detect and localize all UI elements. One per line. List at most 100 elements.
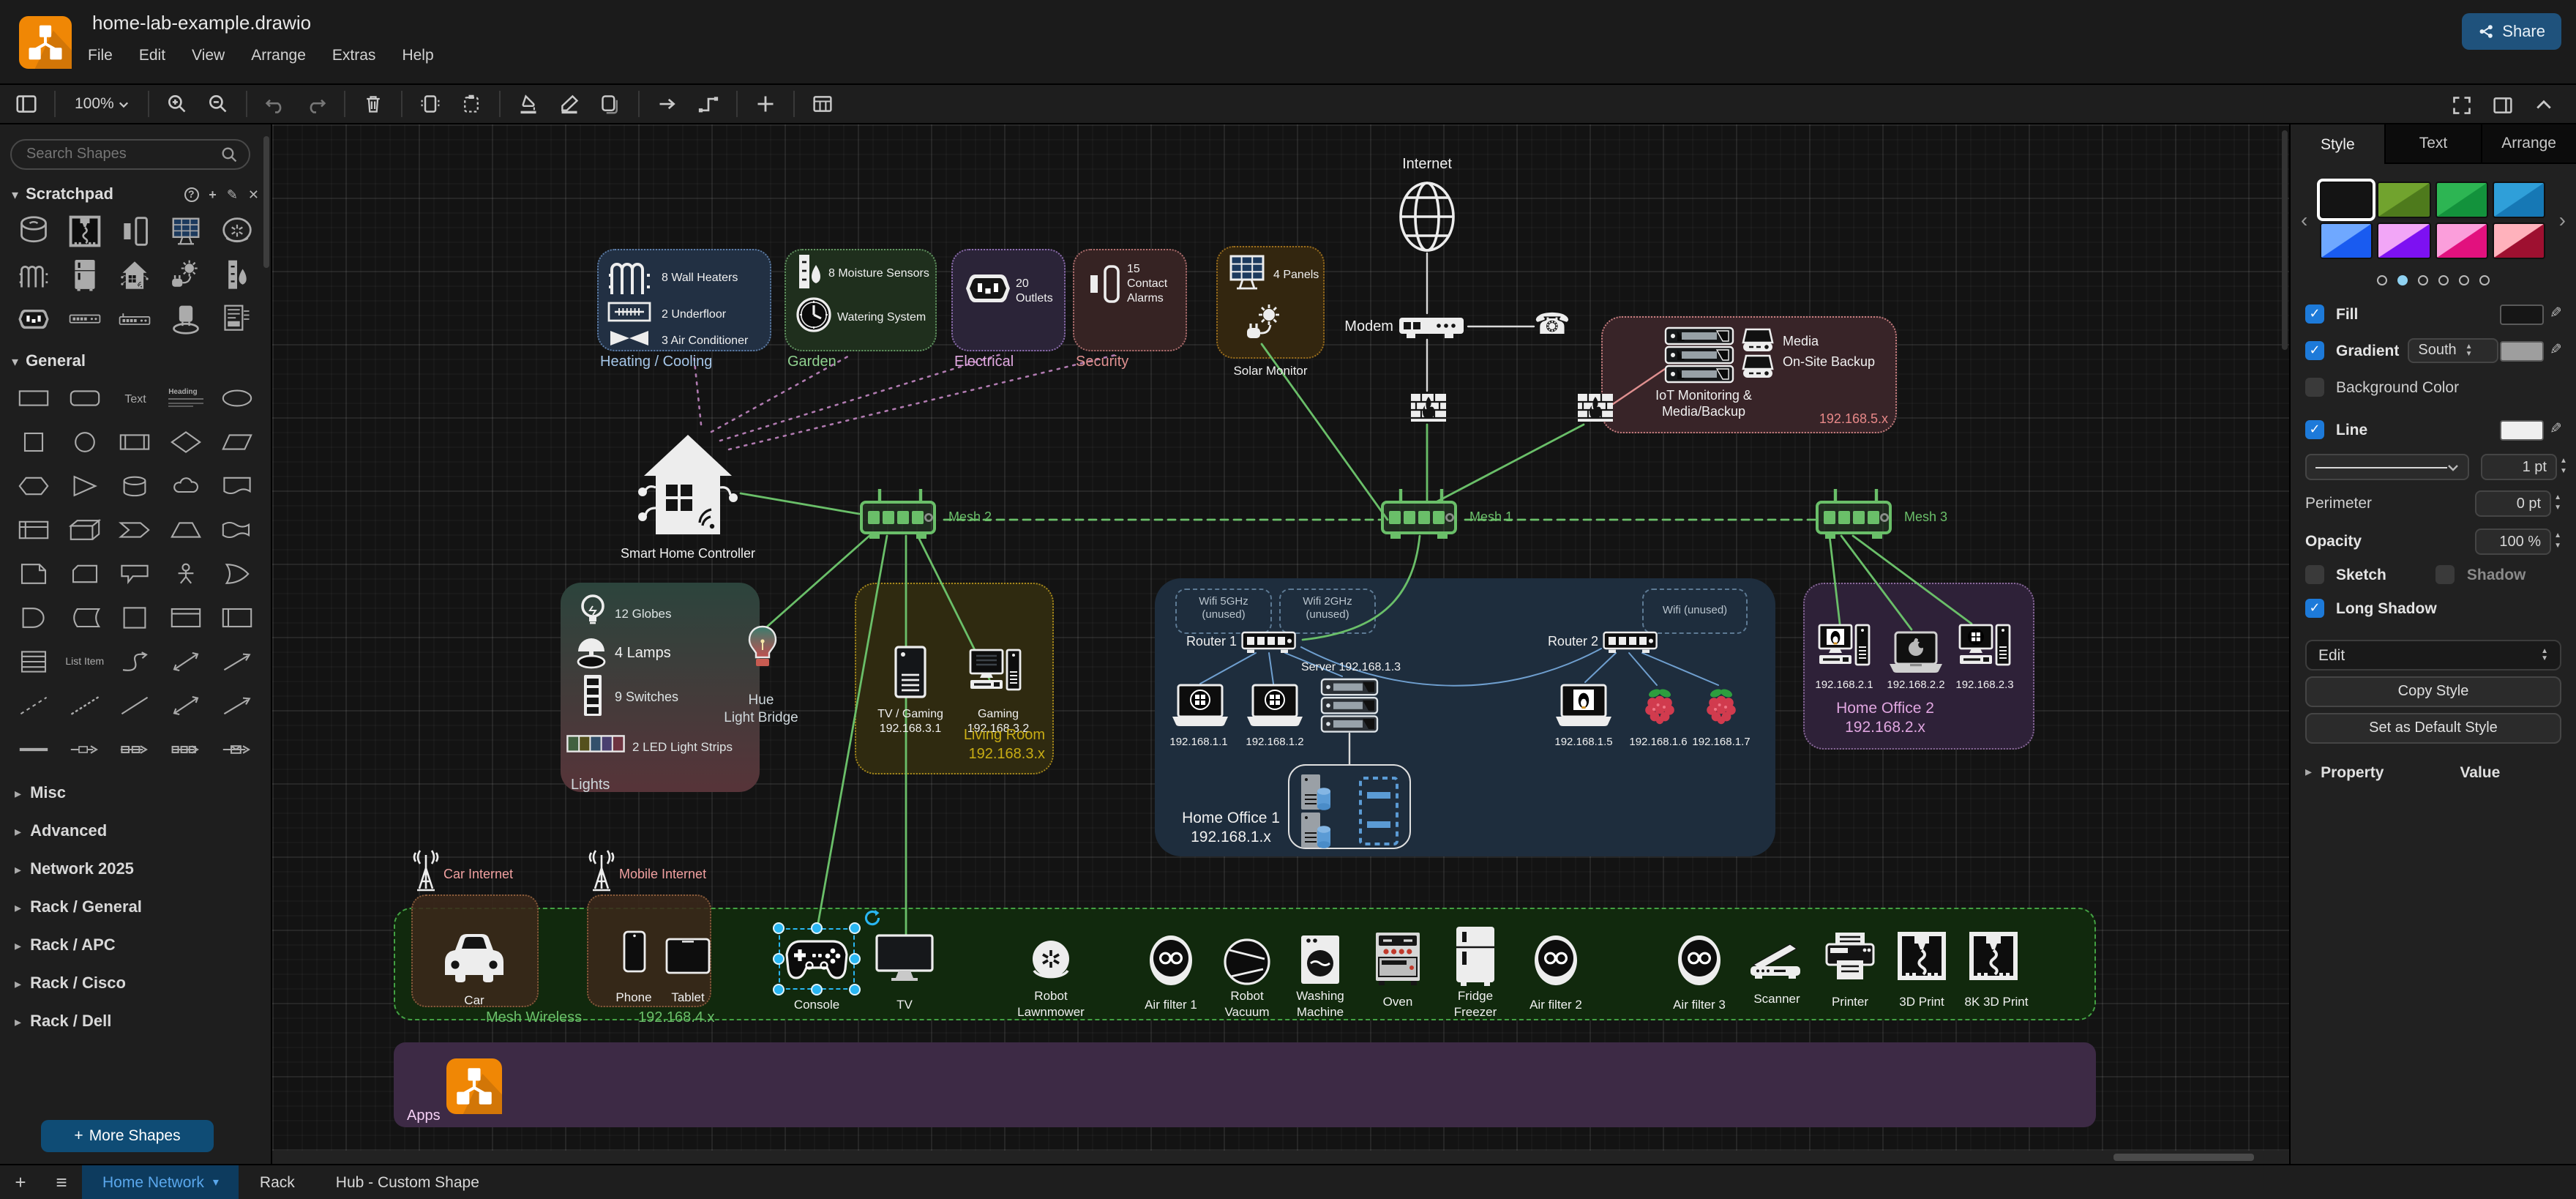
connection-arrow-icon[interactable] [650,88,685,120]
shape-circle[interactable] [59,420,110,464]
shape-trapezoid[interactable] [161,508,211,552]
shape-triangle[interactable] [59,464,110,508]
line-checkbox[interactable]: ✓ [2305,420,2324,439]
tower-cylinder-icon[interactable] [1300,811,1332,849]
shape-label-arrow[interactable] [59,728,110,772]
shape-list[interactable] [9,640,59,684]
selection-handle[interactable] [773,953,785,965]
waypoint-style-icon[interactable] [691,88,726,120]
smartphone-icon[interactable] [622,930,647,974]
selection-handle[interactable] [811,984,823,996]
phone-icon[interactable]: ☎ [1534,309,1566,341]
desktop-windows-icon[interactable] [1958,624,2011,671]
router-switch-icon[interactable] [1241,631,1300,654]
shape-hexagon[interactable] [9,464,59,508]
sidebar-section-rack-apc[interactable]: ▸Rack / APC [0,927,271,965]
general-section-header[interactable]: ▾ General [0,344,271,373]
line-eyedropper-icon[interactable]: ✎ [2549,422,2561,438]
menu-help[interactable]: Help [402,47,433,64]
shape-document[interactable] [211,464,262,508]
shape-actor[interactable] [161,552,211,596]
shape-mail-edge[interactable] [211,728,262,772]
rack-servers-icon[interactable] [1663,326,1736,385]
raspberry-pi-icon[interactable] [1642,687,1677,725]
air-filter-icon[interactable] [1674,934,1724,987]
shape-curve[interactable] [110,640,160,684]
sketch-checkbox[interactable] [2305,565,2324,584]
radiator-icon[interactable] [606,256,653,297]
shape-spec-sheet[interactable] [211,297,262,341]
shape-labeled-edge-2[interactable] [161,728,211,772]
line-color-icon[interactable] [552,88,587,120]
carousel-next-icon[interactable]: › [2559,208,2566,231]
mesh-router-icon[interactable] [1815,488,1897,543]
antenna-icon[interactable] [411,848,441,894]
sidebar-section-rack-general[interactable]: ▸Rack / General [0,889,271,927]
shape-directional-connector[interactable] [211,684,262,728]
shape-data-storage[interactable] [59,596,110,640]
copy-style-button[interactable]: Copy Style [2305,676,2561,707]
shadow-checkbox[interactable] [2436,565,2455,584]
paste-format-icon[interactable] [454,88,489,120]
tablet-icon[interactable] [664,937,711,975]
laptop-windows-icon[interactable] [1169,684,1231,728]
raspberry-pi-icon[interactable] [1704,687,1739,725]
fridge-icon[interactable] [1452,925,1499,987]
sidebar-section-rack-dell[interactable]: ▸Rack / Dell [0,1003,271,1041]
oven-icon[interactable] [1373,928,1423,987]
shape-router-8port[interactable] [110,297,160,341]
background-color-checkbox[interactable] [2305,378,2324,397]
gradient-eyedropper-icon[interactable]: ✎ [2549,343,2561,359]
shape-square[interactable] [9,420,59,464]
desktop-linux-icon[interactable] [1818,624,1871,671]
shape-diamond[interactable] [161,420,211,464]
firewall-icon[interactable] [1576,391,1614,425]
shape-card[interactable] [59,552,110,596]
zoom-dropdown[interactable]: 100% [75,95,129,113]
property-value-header[interactable]: ▸ Property Value [2291,750,2576,796]
gradient-direction-select[interactable]: South▲▼ [2408,338,2498,363]
menu-edit[interactable]: Edit [139,47,165,64]
air-filter-icon[interactable] [1146,934,1196,987]
smart-home-icon[interactable] [635,426,741,543]
shape-cylinder[interactable] [110,464,160,508]
selection-handle[interactable] [849,984,861,996]
format-tab-arrange[interactable]: Arrange [2480,124,2576,164]
copy-format-icon[interactable] [413,88,448,120]
lamp-icon[interactable] [574,634,609,669]
page-tab-rack[interactable]: Rack [239,1165,315,1199]
laptop-linux-icon[interactable] [1553,684,1614,728]
shape-radiator[interactable] [9,253,59,297]
fill-color-icon[interactable] [511,88,546,120]
long-shadow-checkbox[interactable]: ✓ [2305,599,2324,618]
shape-moisture-sensor[interactable] [211,253,262,297]
fill-checkbox[interactable]: ✓ [2305,305,2324,324]
canvas-vscrollbar[interactable] [2282,130,2288,350]
shape-note[interactable] [9,552,59,596]
air-conditioner-icon[interactable] [607,329,651,347]
band-apps[interactable] [394,1042,2096,1127]
shape-switch-8port[interactable] [59,297,110,341]
shape-solar-panel[interactable] [161,209,211,253]
light-bulb-icon[interactable] [580,593,606,631]
carousel-dot-2[interactable] [2418,275,2428,285]
canvas-hscrollbar[interactable] [272,1151,2289,1164]
printer-3d-icon[interactable] [1969,931,2018,981]
shape-smart-home[interactable] [110,253,160,297]
outlet-icon[interactable] [965,272,1011,305]
menu-view[interactable]: View [192,47,225,64]
mesh-router-icon[interactable] [859,488,941,543]
shape-speaker-stand[interactable] [161,297,211,341]
fullscreen-icon[interactable] [2444,89,2479,122]
solar-panel-icon[interactable] [1227,253,1268,291]
robot-lawnmower-icon[interactable] [1025,938,1077,985]
shape-robot-vacuum-top[interactable] [211,209,262,253]
perimeter-stepper[interactable]: 0 pt▲▼ [2475,490,2561,517]
set-default-style-button[interactable]: Set as Default Style [2305,713,2561,744]
panels-icon[interactable] [2485,89,2520,122]
shape-text[interactable]: Text [110,376,160,420]
switch-panel-icon[interactable] [583,673,603,717]
dashed-rack-icon[interactable] [1358,776,1399,846]
table-icon[interactable] [805,88,840,120]
led-strip-icon[interactable] [566,735,625,752]
